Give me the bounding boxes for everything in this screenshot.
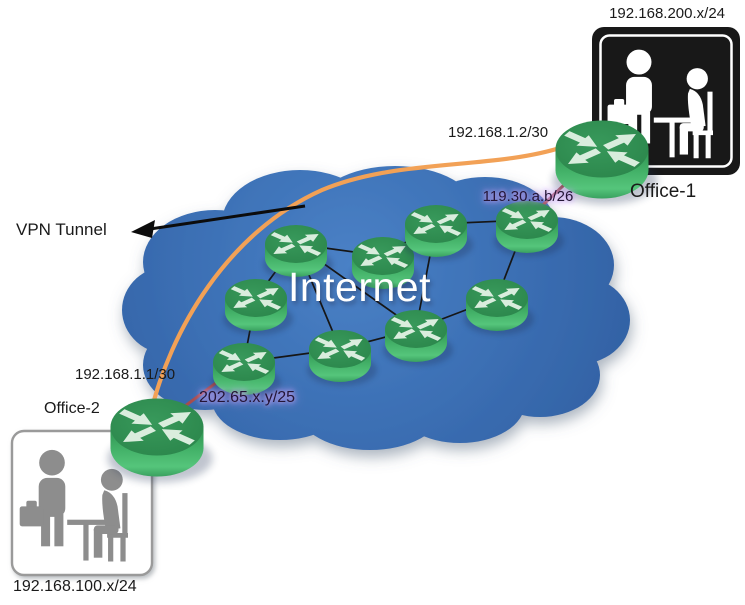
- office2-isp-label: 202.65.x.y/25: [199, 389, 296, 406]
- router-icon: [494, 201, 564, 257]
- vpn-tunnel-label: VPN Tunnel: [16, 220, 107, 239]
- router-icon: [108, 399, 213, 483]
- internet-label: Internet: [287, 264, 432, 310]
- office2-lan-label: 192.168.100.x/24: [13, 578, 137, 595]
- vpn-tunnel-line: [147, 144, 566, 419]
- internet-cloud: [122, 166, 630, 450]
- vpn-arrow: [131, 204, 306, 238]
- office1-wan-label: 192.168.1.2/30: [448, 124, 549, 141]
- office1-isp-label: 119.30.a.b/26: [482, 188, 574, 205]
- office2-name-label: Office-2: [44, 400, 100, 417]
- office2-wan-label: 192.168.1.1/30: [75, 366, 176, 383]
- office1-lan-label: 192.168.200.x/24: [609, 5, 725, 22]
- office1-name-label: Office-1: [630, 181, 697, 202]
